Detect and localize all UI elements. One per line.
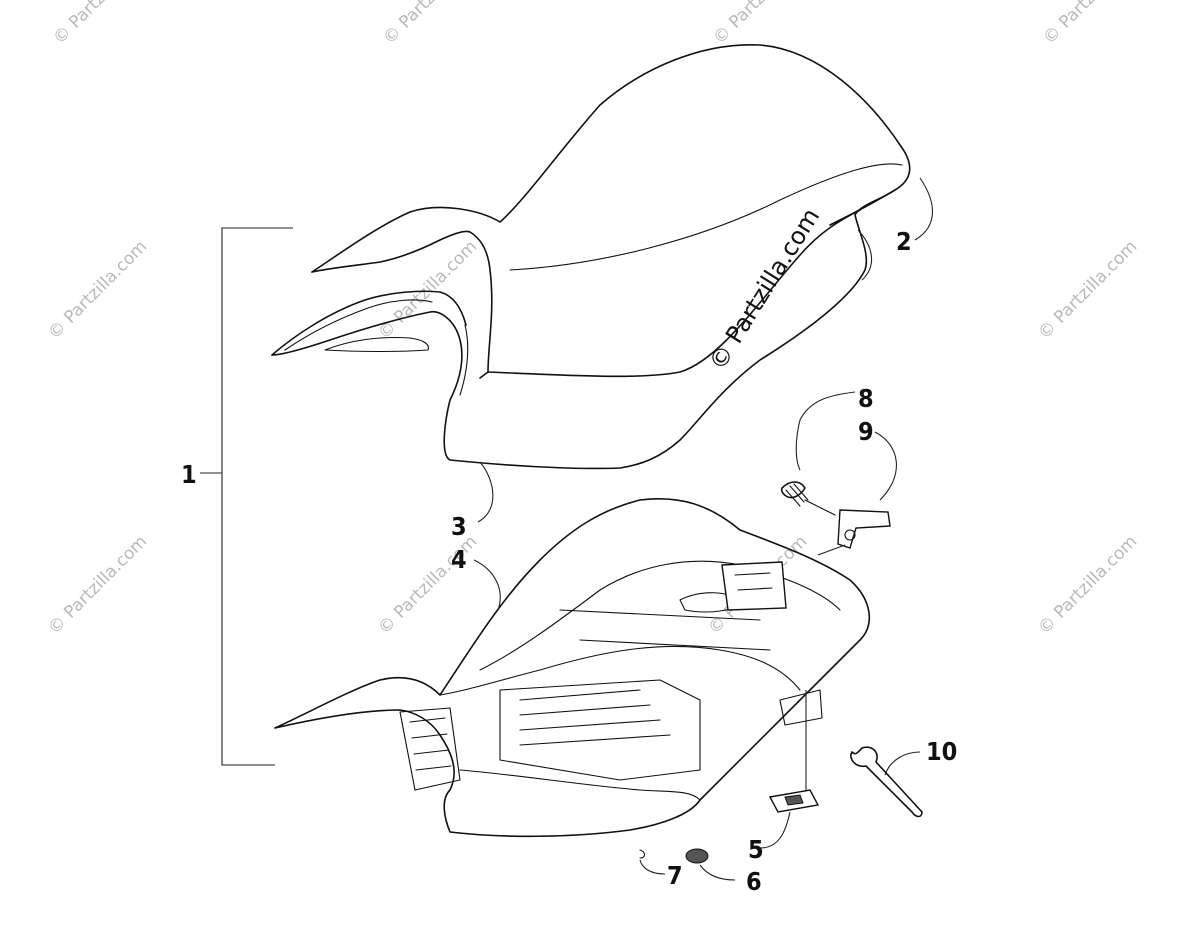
seat-cover [271,44,911,470]
watermark-text: © Partzilla.com [44,532,151,639]
watermark-text: © Partzilla.com [44,237,151,344]
watermark-main: © Partzilla.com [703,203,825,375]
callout-7: 7 [667,861,683,890]
latch-part-9 [837,509,891,549]
watermark-text: © Partzilla.com [1034,532,1141,639]
assembly-bracket [200,227,293,766]
watermark-text: © Partzilla.com [379,0,486,49]
spring-part-8 [780,481,836,516]
clip-part-7 [639,849,646,859]
callout-1: 1 [181,460,197,489]
pad-part-5 [768,789,820,813]
callout-10: 10 [926,737,957,766]
callout-4: 4 [451,545,467,574]
wrench-part-10 [850,746,923,818]
watermark-text: © Partzilla.com [49,0,156,49]
callout-labels: 1 2 3 4 5 6 7 8 9 10 [181,227,957,896]
callout-2: 2 [896,227,912,256]
watermark-grid: © Partzilla.com © Partzilla.com © Partzi… [44,0,1146,639]
callout-6: 6 [746,867,762,896]
watermark-text: © Partzilla.com [1034,237,1141,344]
callout-8: 8 [858,384,874,413]
leader-lines [473,177,934,881]
callout-5: 5 [748,835,764,864]
watermark-text: © Partzilla.com [709,0,816,49]
grommet-part-6 [685,848,709,864]
callout-3: 3 [451,512,467,541]
seat-base [274,497,871,838]
callout-9: 9 [858,417,874,446]
watermark-text: © Partzilla.com [1039,0,1146,49]
